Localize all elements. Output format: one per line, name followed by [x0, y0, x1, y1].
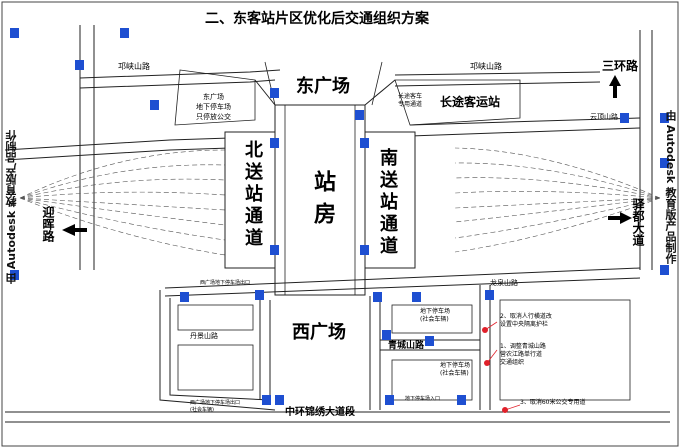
label-parking-left: 地下停车场 (社会车辆) [420, 308, 451, 323]
direction-arrows [62, 75, 632, 236]
label-qiongxia-east: 邛峡山路 [470, 62, 502, 71]
label-yidu-avenue: 驿都大道 [631, 198, 645, 246]
label-parking-exit-bottom: 西广场地下停车场出口 (社会车辆) [190, 400, 241, 413]
label-qingcheng-road: 青城山路 [388, 341, 425, 351]
station-building [274, 104, 366, 296]
label-bus-lane: 长途客车 专用通道 [398, 93, 423, 108]
label-east-parking: 东广场 地下停车场 只停放公交 [196, 93, 231, 121]
label-yunding: 云顶山路 [590, 113, 618, 121]
label-south-channel: 南送站通道 [377, 148, 398, 258]
label-bus-station: 长途客运站 [440, 95, 501, 109]
label-parking-right: 地下停车场 (社会车辆) [440, 362, 471, 377]
label-west-plaza: 西广场 [292, 322, 346, 343]
north-channel-box [224, 131, 276, 269]
railway-tracks-right [454, 147, 661, 253]
watermark-right: 由 Autodesk 教育版产品制作 [664, 110, 677, 265]
note-2: 2、取消人行横道改 设置中央隔离护栏 [500, 313, 552, 328]
label-north-channel: 北送站通道 [242, 140, 263, 250]
label-longquan: 龙泉山路 [490, 279, 518, 287]
note-3: 3、取消60米公交专用道 [520, 399, 586, 406]
label-qiongxia-north: 邛峡山路 [118, 62, 150, 71]
watermark-left: 由 Autodesk 教育版产品制作 [5, 130, 18, 285]
label-third-ring: 三环路 [602, 59, 639, 73]
diagram-title: 二、东客站片区优化后交通组织方案 [205, 11, 429, 27]
note-1: 1、调整青城山路 营农江路单行道 交通组织 [500, 343, 546, 366]
label-yingbin-road: 迎晖路 [41, 206, 55, 242]
label-station: 站房 [310, 170, 335, 234]
label-east-plaza: 东广场 [296, 76, 350, 97]
railway-tracks-left [19, 149, 226, 256]
label-parking-exit-top: 西广场地下停车场出口 [200, 280, 251, 286]
south-channel-box [364, 131, 416, 269]
blue-arrow-tags [10, 28, 669, 405]
label-south-exit: 地下停车场入口 [405, 396, 441, 402]
label-zhonghuan-road: 中环锦绣大道段 [285, 407, 355, 418]
label-danjing-road: 丹景山路 [190, 332, 218, 340]
